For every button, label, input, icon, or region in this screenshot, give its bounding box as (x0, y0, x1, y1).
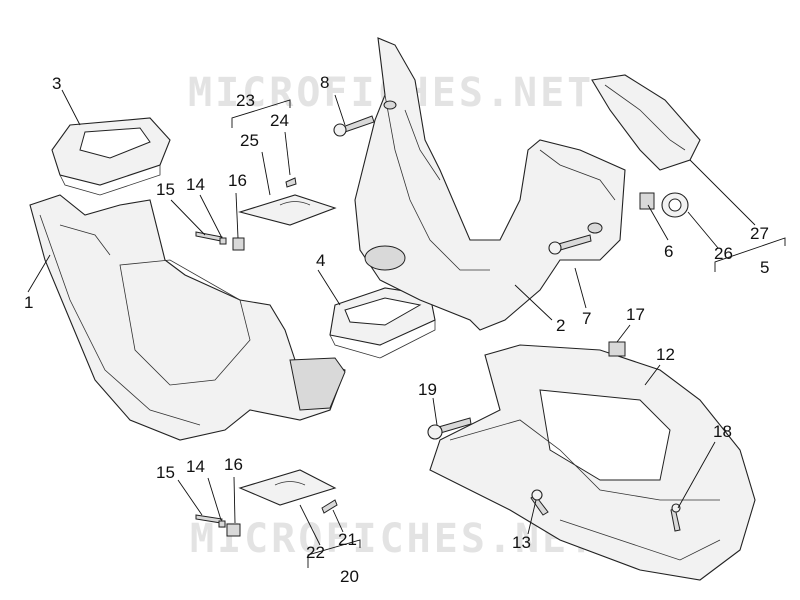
callout-16-lower: 16 (224, 455, 243, 474)
callout-23: 23 (236, 91, 255, 110)
part-22-plate (238, 469, 337, 506)
callout-19: 19 (418, 380, 437, 399)
callout-21: 21 (338, 530, 357, 549)
part-17-clip (608, 341, 626, 357)
screw-18-head (671, 503, 681, 513)
callout-17: 17 (626, 305, 645, 324)
callout-12: 12 (656, 345, 675, 364)
callout-5: 5 (760, 258, 769, 277)
watermark-bottom: MICROFICHES.NET (190, 516, 596, 562)
callout-8: 8 (320, 73, 329, 92)
part-25-plate (237, 194, 337, 226)
callout-3: 3 (52, 74, 61, 93)
clip-16-bottom (226, 523, 241, 537)
screw-13-head (531, 489, 543, 501)
part-3-tray (51, 117, 171, 196)
part-4-tray (329, 287, 436, 359)
nut-14-top (219, 237, 227, 245)
pin-15-top (195, 231, 223, 242)
callout-15: 15 (156, 180, 175, 199)
callout-20: 20 (340, 567, 359, 586)
callout-26: 26 (714, 244, 733, 263)
hardware (195, 115, 681, 537)
callout-18: 18 (713, 422, 732, 441)
callout-14: 14 (186, 175, 205, 194)
callout-2: 2 (556, 316, 565, 335)
callout-labels: 1 2 3 4 5 6 7 8 12 13 14 15 16 17 18 19 … (24, 73, 769, 586)
clip-16-top (232, 237, 245, 251)
leader-lines (27, 89, 786, 568)
screw-8-head (333, 123, 347, 137)
callout-4: 4 (316, 251, 325, 270)
part-26-grommet (661, 192, 689, 218)
callout-27: 27 (750, 224, 769, 243)
callout-6: 6 (664, 242, 673, 261)
callout-22: 22 (306, 543, 325, 562)
part-27-cover (591, 74, 701, 171)
pin-24 (285, 177, 297, 188)
callout-14-lower: 14 (186, 457, 205, 476)
pin-21 (321, 499, 338, 514)
callout-1: 1 (24, 293, 33, 312)
callout-7: 7 (582, 309, 591, 328)
callout-25: 25 (240, 131, 259, 150)
callout-13: 13 (512, 533, 531, 552)
part-1-front-shield (29, 194, 346, 441)
callout-15-lower: 15 (156, 463, 175, 482)
part-2-rear-shell (354, 37, 626, 331)
part-6-clip (639, 192, 655, 210)
screw-19-head (427, 424, 443, 440)
callout-24: 24 (270, 111, 289, 130)
callout-16: 16 (228, 171, 247, 190)
nut-14-bottom (218, 520, 226, 528)
screw-7-head (548, 241, 562, 255)
